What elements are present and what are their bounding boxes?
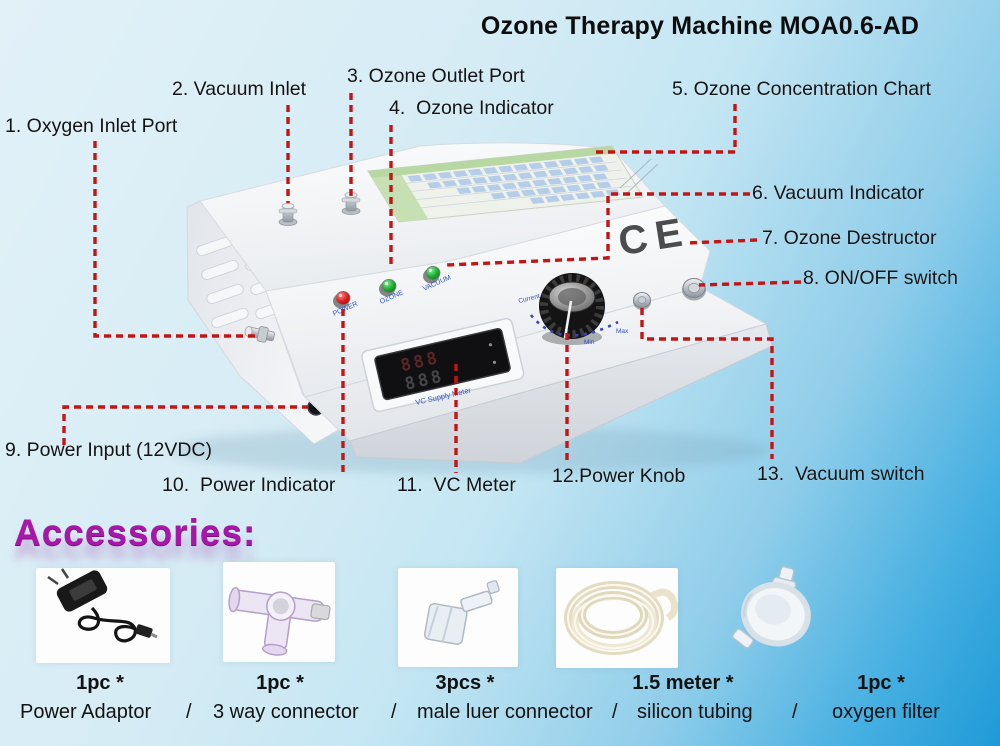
callout-lines (62, 93, 802, 473)
accessory-image-power-adaptor (36, 568, 170, 663)
name-3-way-connector: 3 way connector (213, 701, 359, 723)
accessories-heading: Accessories: (14, 512, 257, 553)
three-way-connector-icon (228, 587, 331, 656)
separator-slash: / (612, 701, 618, 723)
accessory-image-oxygen-filter (728, 560, 823, 668)
callout-line-13 (640, 308, 774, 459)
name-oxygen-filter: oxygen filter (832, 701, 940, 723)
callout-label-oxygen-inlet: 1. Oxygen Inlet Port (5, 115, 178, 137)
callout-label-ozone-indicator: 4. Ozone Indicator (389, 97, 554, 119)
name-silicon-tubing: silicon tubing (637, 701, 753, 723)
callout-label-vacuum-switch: 13. Vacuum switch (757, 463, 925, 485)
qty-power-adaptor: 1pc * (76, 672, 124, 694)
silicon-tubing-icon (564, 581, 678, 655)
separator-slash: / (391, 701, 397, 723)
oxygen-filter-icon (732, 566, 811, 649)
callout-label-ozone-chart: 5. Ozone Concentration Chart (672, 78, 932, 100)
knob-max-label: Max (616, 328, 629, 335)
callout-label-vacuum-inlet: 2. Vacuum Inlet (172, 78, 307, 100)
callout-label-power-indicator: 10. Power Indicator (162, 474, 336, 496)
vacuum-switch (633, 292, 651, 310)
callout-line-9 (62, 405, 308, 445)
accessory-image-male-luer (398, 568, 518, 667)
ozone-concentration-chart (368, 146, 658, 222)
on-off-switch (682, 278, 706, 301)
callout-line-6 (445, 192, 750, 267)
vc-meter: 888 888 VC Supply Meter (361, 317, 525, 413)
callout-label-ozone-destructor: 7. Ozone Destructor (762, 227, 937, 249)
name-male-luer: male luer connector (417, 701, 593, 723)
callout-label-power-input: 9. Power Input (12VDC) (5, 439, 213, 461)
page-title: Ozone Therapy Machine MOA0.6-AD (480, 12, 920, 40)
accessory-image-silicon-tubing (556, 568, 678, 668)
qty-oxygen-filter: 1pc * (857, 672, 905, 694)
ozone-outlet-connector (341, 192, 361, 215)
callout-line-5 (593, 104, 737, 154)
callout-label-vc-meter: 11. VC Meter (397, 474, 516, 496)
power-knob: Current Min Max (518, 273, 629, 346)
qty-3-way-connector: 1pc * (256, 672, 304, 694)
male-luer-connector-icon (423, 580, 500, 645)
qty-silicon-tubing: 1.5 meter * (632, 672, 734, 694)
callout-line-8 (698, 280, 802, 287)
knob-min-label: Min (584, 339, 595, 346)
callout-line-1 (93, 141, 257, 338)
accessory-image-3-way-connector (223, 562, 335, 662)
separator-slash: / (792, 701, 798, 723)
vacuum-inlet-connector (278, 203, 298, 226)
oxygen-inlet-port (244, 326, 275, 343)
callout-label-vacuum-indicator: 6. Vacuum Indicator (752, 182, 924, 204)
callout-label-on-off-switch: 8. ON/OFF switch (803, 267, 958, 289)
callout-label-power-knob: 12.Power Knob (552, 465, 686, 487)
machine-body: CE POWER OZONE VACUUM (186, 143, 772, 464)
name-power-adaptor: Power Adaptor (20, 701, 152, 723)
callout-label-ozone-outlet: 3. Ozone Outlet Port (347, 65, 525, 87)
power-adaptor-icon (47, 568, 158, 643)
qty-male-luer: 3pcs * (435, 672, 495, 694)
separator-slash: / (186, 701, 192, 723)
